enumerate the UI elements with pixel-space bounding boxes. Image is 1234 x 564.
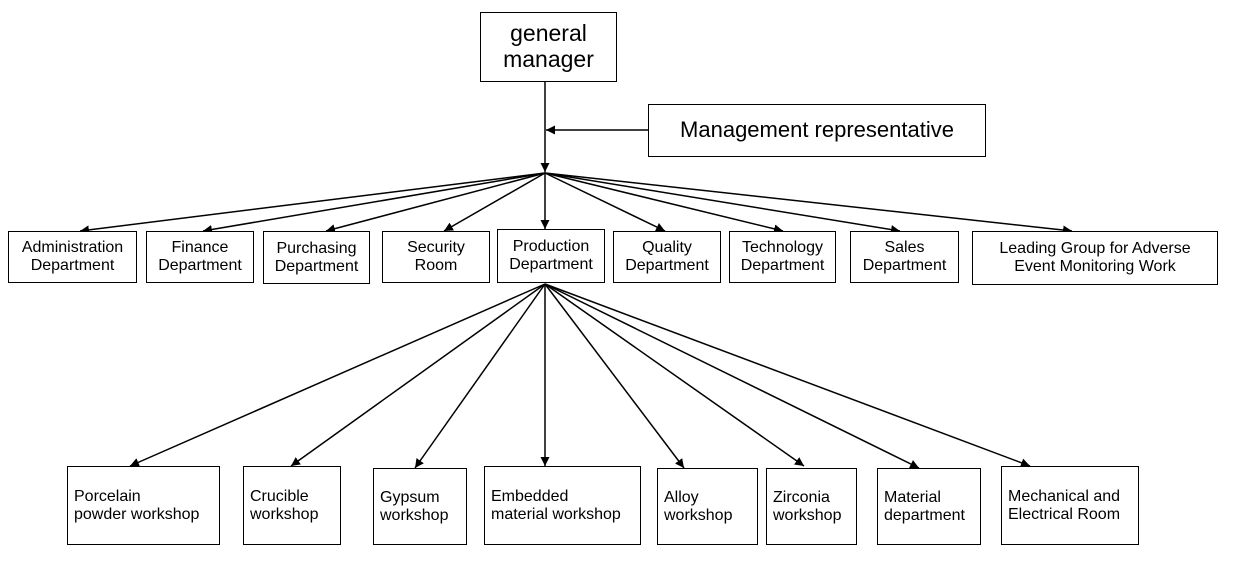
department-box-quality: Quality Department	[613, 231, 721, 283]
workshop-box-crucible: Crucible workshop	[243, 466, 341, 545]
connector-workshop	[544, 283, 920, 469]
general-manager-box: general manager	[480, 12, 617, 82]
connector-dept	[325, 172, 546, 234]
connector-dept	[544, 172, 666, 232]
workshop-box-porcelain-powder: Porcelain powder workshop	[67, 466, 220, 545]
workshop-label: Mechanical and Electrical Room	[1008, 487, 1121, 523]
general-manager-label: general manager	[503, 20, 594, 72]
workshop-label: Gypsum workshop	[380, 488, 449, 524]
department-box-sales: Sales Department	[850, 231, 959, 283]
department-box-security: Security Room	[382, 231, 490, 283]
connector-workshop	[544, 283, 685, 469]
connector-workshop	[544, 283, 1031, 468]
workshop-label: Material department	[884, 488, 965, 524]
connector-dept	[79, 172, 546, 235]
connector-workshop	[414, 283, 546, 469]
workshop-box-mechanical-electrical: Mechanical and Electrical Room	[1001, 466, 1139, 545]
workshop-box-material-department: Material department	[877, 468, 981, 545]
connector-dept	[443, 172, 546, 232]
department-label: Quality Department	[625, 239, 709, 274]
connector-dept	[544, 172, 784, 234]
department-box-administration: Administration Department	[8, 231, 137, 283]
connector-dept	[544, 172, 901, 234]
workshop-box-zirconia: Zirconia workshop	[766, 468, 857, 545]
workshop-label: Crucible workshop	[250, 487, 319, 523]
workshop-label: Porcelain powder workshop	[74, 487, 200, 523]
connector-dept	[202, 172, 546, 234]
department-label: Technology Department	[740, 239, 825, 274]
workshop-label: Embedded material workshop	[491, 487, 621, 523]
department-label: Sales Department	[862, 239, 947, 274]
department-label: Security Room	[407, 239, 465, 274]
department-box-production: Production Department	[497, 229, 605, 283]
connector-workshop	[290, 283, 546, 467]
department-label: Finance Department	[158, 239, 242, 274]
department-label: Administration Department	[21, 239, 124, 274]
department-box-purchasing: Purchasing Department	[263, 231, 370, 284]
department-box-finance: Finance Department	[146, 231, 254, 283]
workshop-box-embedded-material: Embedded material workshop	[484, 466, 641, 545]
department-label: Leading Group for Adverse Event Monitori…	[999, 240, 1191, 275]
workshop-label: Zirconia workshop	[773, 488, 842, 524]
management-representative-label: Management representative	[680, 117, 954, 143]
workshop-label: Alloy workshop	[664, 488, 733, 524]
connector-dept	[544, 172, 1073, 235]
department-box-technology: Technology Department	[729, 231, 836, 283]
connector-workshop	[544, 283, 805, 467]
workshop-box-gypsum: Gypsum workshop	[373, 468, 467, 545]
department-label: Purchasing Department	[274, 239, 359, 275]
department-label: Production Department	[509, 238, 593, 273]
connector-workshop	[129, 283, 546, 467]
workshop-box-alloy: Alloy workshop	[657, 468, 758, 545]
management-representative-box: Management representative	[648, 104, 986, 157]
department-box-adverse-event-group: Leading Group for Adverse Event Monitori…	[972, 231, 1218, 285]
